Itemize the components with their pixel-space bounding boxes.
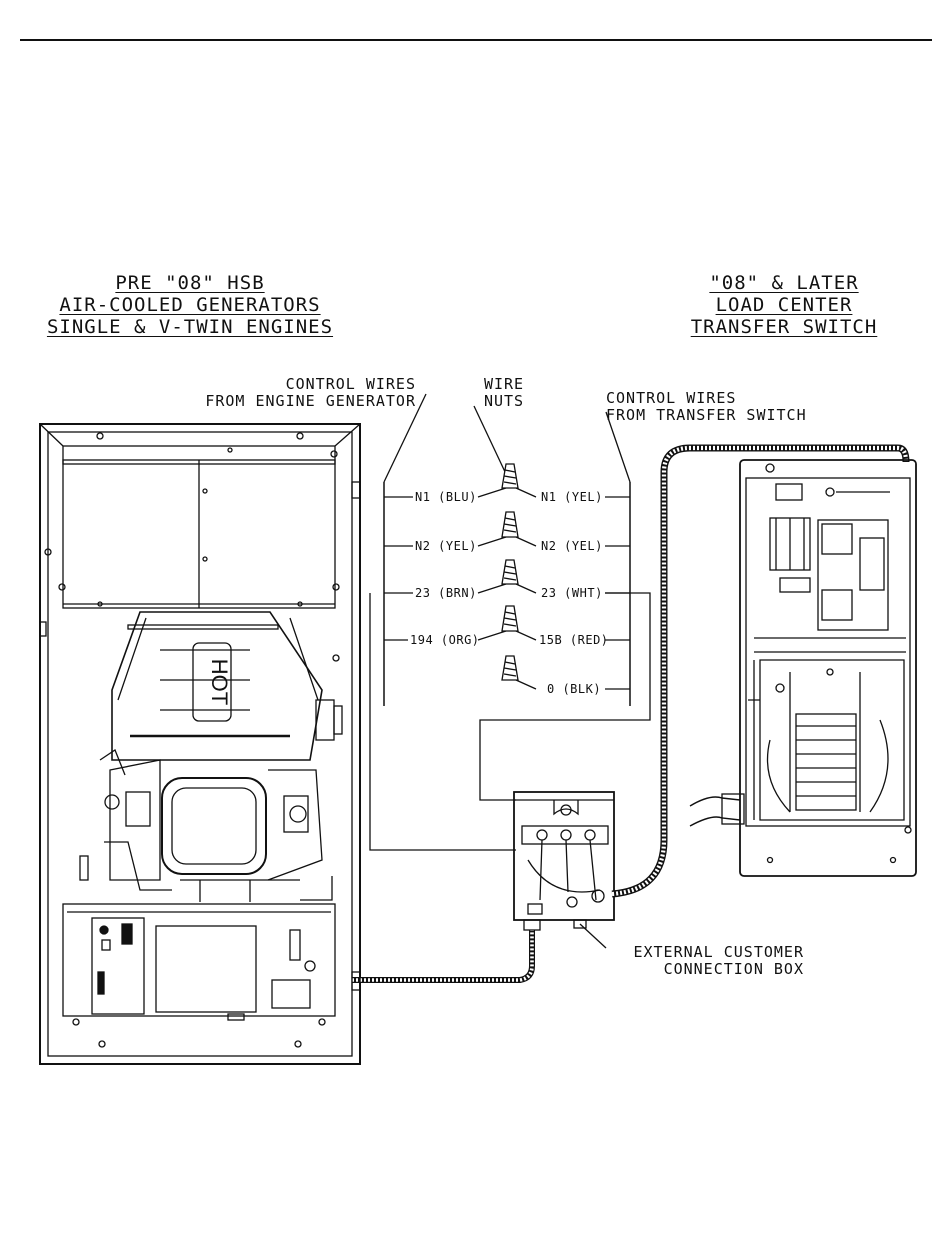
generator-control-panel [63, 904, 335, 1047]
transfer-switch [740, 460, 916, 876]
entry-cable [690, 794, 744, 826]
hot-warning-label: HOT [207, 659, 232, 705]
external-connection-box [514, 792, 614, 948]
engine-assembly [80, 750, 332, 902]
wiring-block [370, 394, 650, 850]
flexible-conduits [352, 448, 906, 990]
